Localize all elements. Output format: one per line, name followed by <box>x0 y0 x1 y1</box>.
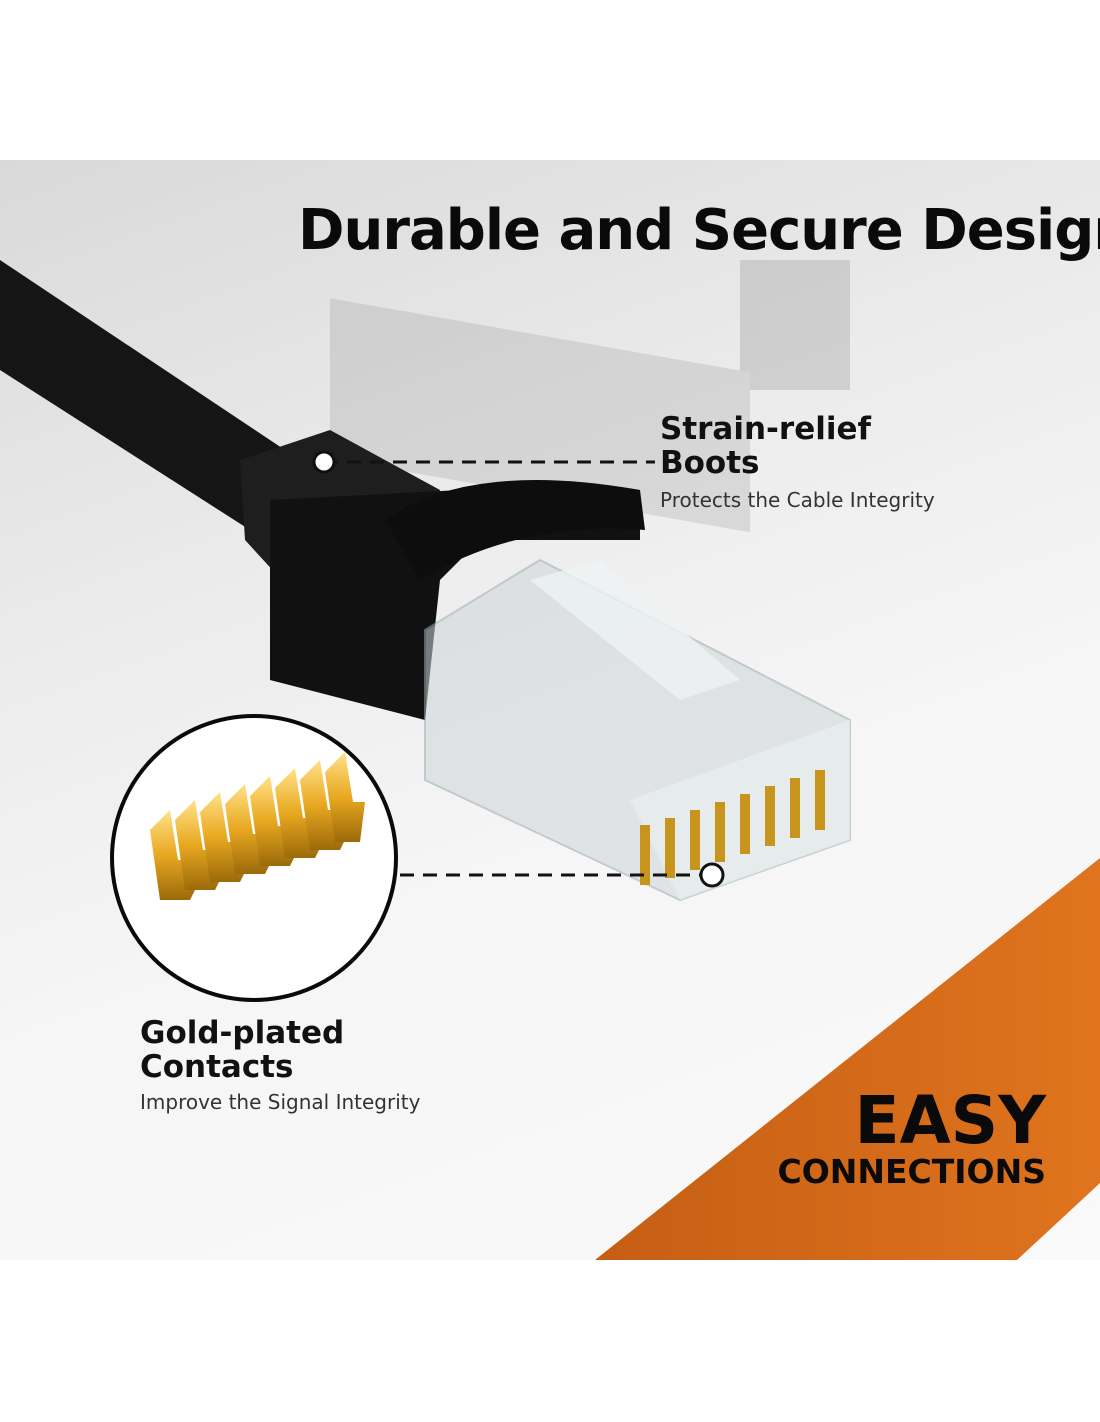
orange-accent-band <box>595 858 1100 1260</box>
page-title: Durable and Secure Design <box>298 198 1100 263</box>
plug-pins <box>640 770 825 885</box>
gold-contacts-icon <box>150 752 365 900</box>
product-banner: Durable and Secure Design Strain-relief … <box>0 160 1100 1260</box>
feature-heading-line: Gold-plated <box>140 1015 345 1051</box>
feature-heading-line: Boots <box>660 445 760 481</box>
callout-dot-contacts <box>699 862 725 888</box>
badge-easy: EASY <box>854 1082 1047 1159</box>
feature-heading-line: Strain-relief <box>660 411 871 447</box>
callout-dot-boot <box>312 450 336 474</box>
ethernet-cable-illustration <box>0 260 1100 1260</box>
cable <box>0 260 300 530</box>
badge-connections: CONNECTIONS <box>777 1152 1047 1191</box>
boot-latch-guard <box>385 480 645 580</box>
boot-body <box>270 490 640 720</box>
background-connector <box>330 260 850 533</box>
feature-heading-strain-relief: Strain-relief Boots <box>660 412 871 480</box>
feature-heading-gold-plated: Gold-plated Contacts <box>140 1016 344 1084</box>
feature-heading-line: Contacts <box>140 1049 294 1085</box>
plug-latch <box>530 560 740 700</box>
feature-subtitle-gold-plated: Improve the Signal Integrity <box>140 1090 421 1114</box>
feature-subtitle-strain-relief: Protects the Cable Integrity <box>660 488 935 512</box>
